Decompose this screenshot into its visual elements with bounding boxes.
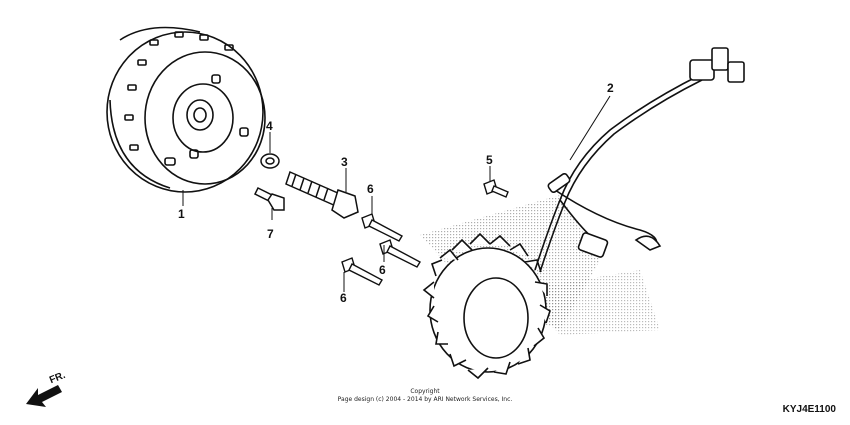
callout-1: 1 — [178, 207, 185, 221]
special-bolt-part[interactable] — [285, 170, 359, 219]
front-direction-arrow-icon — [26, 385, 62, 407]
callout-6-upper: 6 — [367, 182, 374, 196]
wire-harness-part[interactable] — [534, 47, 745, 273]
callout-7: 7 — [267, 227, 274, 241]
callout-4: 4 — [266, 119, 273, 133]
callout-2: 2 — [607, 81, 614, 95]
stator-bolt-part[interactable] — [341, 213, 421, 286]
callout-6-lower: 6 — [340, 291, 347, 305]
stator-coil-part[interactable] — [422, 232, 551, 380]
screw-part[interactable] — [483, 179, 509, 198]
copyright-title: Copyright — [410, 388, 440, 395]
callout-3: 3 — [341, 155, 348, 169]
callout-6-middle: 6 — [379, 263, 386, 277]
flywheel-rotor-part[interactable] — [106, 26, 266, 193]
copyright-notice: Page design (c) 2004 - 2014 by ARI Netwo… — [337, 396, 513, 403]
diagram-code: KYJ4E1100 — [782, 404, 836, 415]
leader-lines — [182, 95, 611, 292]
small-bolt-part[interactable] — [253, 186, 285, 211]
washer-part[interactable] — [260, 153, 280, 169]
callout-5: 5 — [486, 153, 493, 167]
